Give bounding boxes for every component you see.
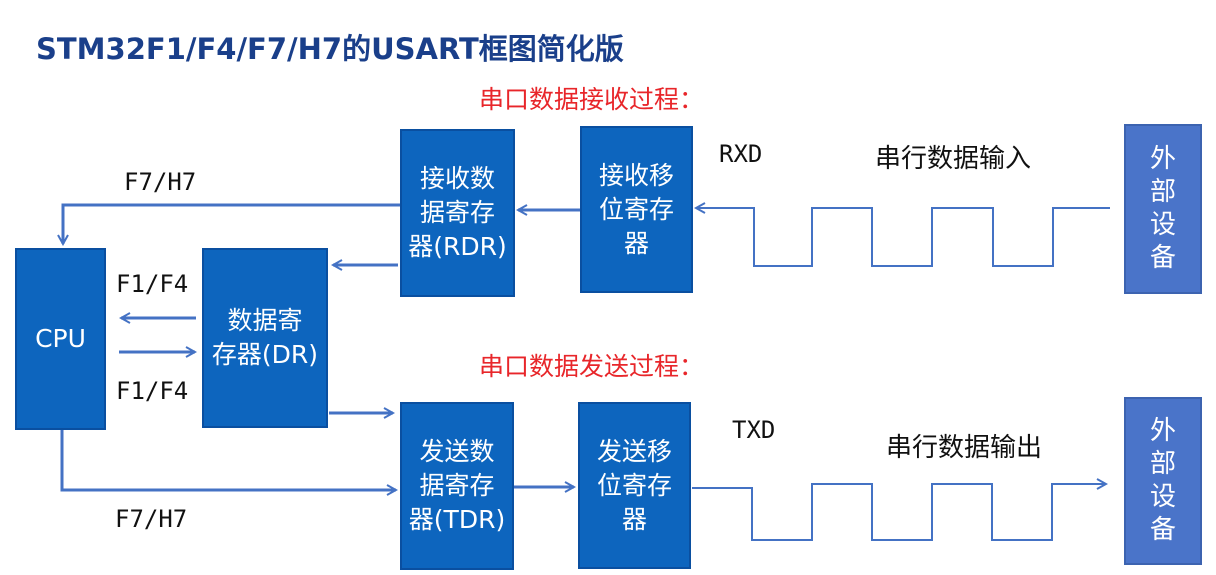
page-title: STM32F1/F4/F7/H7的USART框图简化版 bbox=[36, 32, 624, 66]
f1f4-bottom-label: F1/F4 bbox=[116, 377, 189, 405]
cpu-box: CPU bbox=[15, 248, 106, 430]
f7h7-top-label: F7/H7 bbox=[124, 168, 197, 196]
receive-section-title: 串口数据接收过程： bbox=[479, 85, 705, 114]
rx-shift-register-box: 接收移 位寄存 器 bbox=[580, 126, 693, 293]
tx-waveform bbox=[692, 484, 1106, 541]
rx-waveform bbox=[696, 208, 1110, 267]
f7h7-bottom-label: F7/H7 bbox=[115, 505, 188, 533]
serial-output-label: 串行数据输出 bbox=[886, 433, 1043, 463]
external-device-top-box: 外 部 设 备 bbox=[1124, 124, 1202, 294]
data-register-box: 数据寄 存器(DR) bbox=[202, 248, 328, 428]
f1f4-top-label: F1/F4 bbox=[116, 270, 189, 298]
txd-label: TXD bbox=[732, 416, 776, 444]
cpu-to-tdr-arrow bbox=[60, 430, 396, 490]
rxd-label: RXD bbox=[719, 140, 763, 168]
tx-shift-register-box: 发送移 位寄存 器 bbox=[578, 402, 691, 569]
rdr-to-cpu-arrow bbox=[63, 203, 400, 244]
external-device-bottom-box: 外 部 设 备 bbox=[1124, 397, 1202, 565]
rdr-box: 接收数 据寄存 器(RDR) bbox=[400, 129, 515, 297]
tdr-box: 发送数 据寄存 器(TDR) bbox=[400, 402, 514, 570]
transmit-section-title: 串口数据发送过程： bbox=[479, 352, 705, 381]
serial-input-label: 串行数据输入 bbox=[875, 144, 1032, 174]
